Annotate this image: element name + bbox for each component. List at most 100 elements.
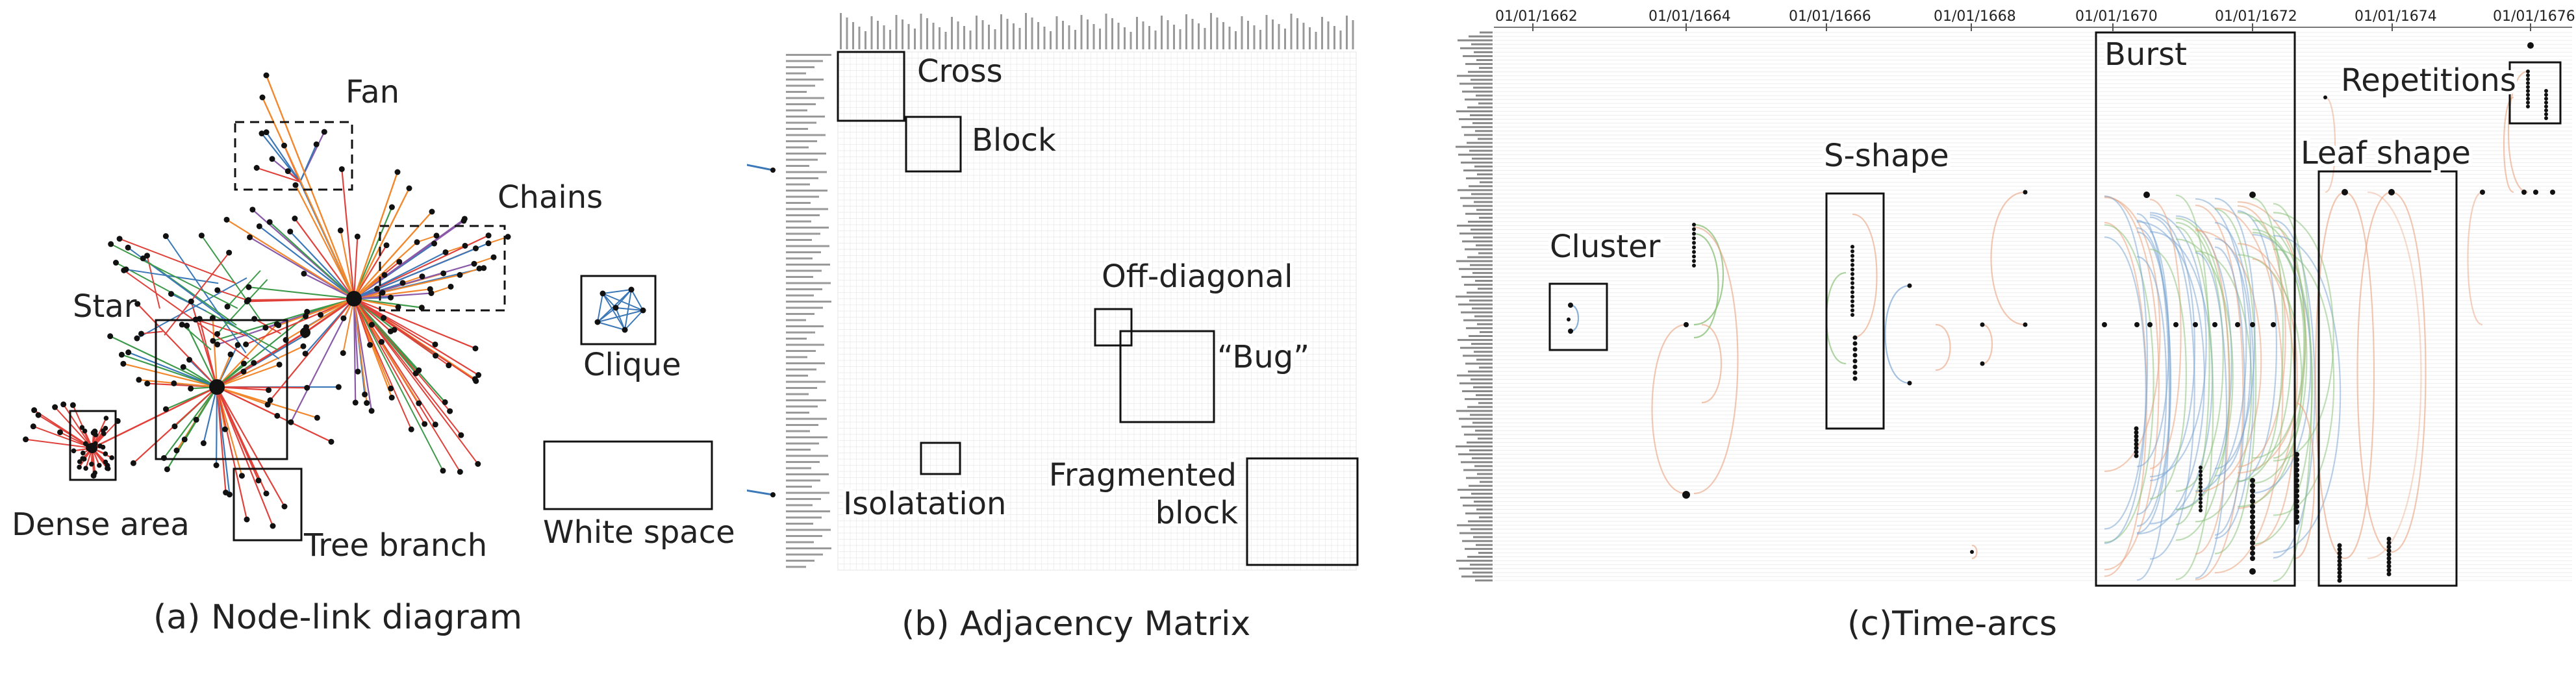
time-arc [2273, 212, 2334, 462]
time-arc [2214, 221, 2254, 539]
column-label-mark [1087, 19, 1089, 49]
clique-edge [602, 293, 616, 308]
time-node [2199, 485, 2203, 489]
column-label-mark [877, 21, 879, 49]
graph-edge [305, 297, 355, 334]
row-label-mark [786, 140, 817, 142]
row-name-mark [1460, 347, 1493, 349]
column-label-mark [1352, 20, 1354, 49]
row-name-mark [1462, 90, 1493, 93]
graph-node [125, 349, 132, 356]
row-label-mark [786, 121, 816, 124]
matrix-column-labels [840, 13, 1354, 49]
row-label-mark [786, 103, 816, 105]
time-node [2544, 112, 2548, 116]
row-label-mark [786, 134, 826, 136]
row-name-mark [1477, 173, 1493, 176]
row-label-mark [786, 54, 831, 56]
time-node [1692, 259, 1696, 263]
time-node [2386, 548, 2392, 553]
graph-edge [289, 231, 355, 299]
time-arc [2237, 243, 2298, 509]
column-label-mark [883, 25, 885, 49]
column-label-mark [1050, 31, 1052, 49]
time-node [1850, 308, 1854, 312]
row-name-mark [1474, 51, 1493, 53]
time-arc [2252, 197, 2284, 472]
graph-node [82, 429, 88, 434]
time-arc [2175, 194, 2210, 525]
column-label-mark [1099, 29, 1101, 49]
row-name-mark [1471, 229, 1493, 231]
time-node [2212, 322, 2217, 327]
row-name-mark [1456, 445, 1493, 447]
graph-edge [353, 298, 420, 371]
graph-edge [266, 132, 301, 182]
time-node [1850, 249, 1854, 253]
graph-node [179, 321, 185, 328]
row-label-mark [786, 368, 816, 371]
graph-node [284, 168, 291, 175]
graph-node [213, 462, 220, 469]
row-label-mark [786, 282, 831, 284]
graph-edge [353, 298, 359, 372]
row-label-mark [786, 202, 811, 204]
graph-edge [431, 286, 451, 294]
time-node [2250, 483, 2255, 488]
repetitions-label: Repetitions [2341, 62, 2516, 99]
graph-node [251, 360, 257, 366]
graph-edge [246, 297, 355, 345]
graph-node [214, 342, 221, 348]
graph-node [52, 404, 58, 410]
time-node [1568, 329, 1573, 334]
time-node [2250, 535, 2255, 540]
graph-node [184, 322, 190, 329]
graph-node [269, 156, 275, 162]
row-name-mark [1466, 177, 1493, 180]
row-name-mark [1472, 421, 1493, 424]
graph-edge [294, 218, 355, 299]
graph-node [214, 331, 221, 337]
time-node [2526, 97, 2530, 101]
graph-node [109, 455, 114, 460]
time-arc [1701, 323, 1722, 404]
graph-edge [199, 318, 218, 388]
row-name-mark [1463, 469, 1493, 471]
graph-edge [474, 256, 494, 265]
node-link-canvas: Fan Chains Star Clique Dense area Tree b… [12, 72, 735, 637]
row-label-mark [786, 294, 814, 297]
graph-node [31, 407, 38, 414]
time-arc [2252, 229, 2305, 459]
graph-node [408, 426, 414, 432]
row-name-mark [1456, 110, 1493, 112]
column-label-mark [1055, 16, 1058, 49]
column-label-mark [1154, 31, 1157, 49]
column-label-mark [1346, 16, 1348, 49]
graph-node [287, 229, 294, 235]
time-arc [2104, 236, 2147, 544]
row-name-mark [1458, 303, 1493, 306]
graph-node [221, 426, 228, 432]
graph-node [388, 294, 394, 301]
burst-box [2095, 31, 2296, 587]
graph-node [249, 206, 256, 213]
time-arc [1884, 284, 1910, 384]
graph-node [388, 394, 395, 401]
graph-edge [184, 386, 218, 440]
graph-node [144, 381, 151, 387]
graph-node [77, 459, 82, 464]
s-shape-label: S-shape [1824, 138, 1949, 174]
time-node [2388, 189, 2395, 195]
graph-node [292, 216, 298, 222]
graph-node [210, 338, 216, 344]
time-arc [2294, 401, 2316, 560]
row-label-mark [786, 276, 813, 278]
time-arc [2136, 219, 2169, 468]
time-arc [2214, 238, 2252, 477]
graph-node [416, 400, 422, 406]
row-name-mark [1459, 532, 1493, 534]
graph-node [461, 218, 467, 224]
row-label-mark [786, 220, 811, 223]
row-name-mark [1472, 571, 1493, 574]
row-name-mark [1459, 568, 1493, 570]
